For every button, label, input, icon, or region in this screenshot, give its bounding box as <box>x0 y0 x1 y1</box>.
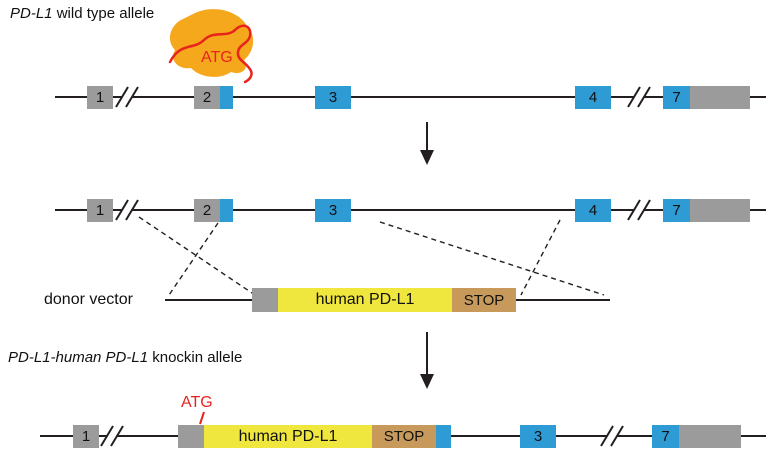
ki-human-pdl1-cassette: human PD-L1 <box>204 425 372 448</box>
ki-exon2-coding-segment <box>436 425 451 448</box>
wildtype-title-rest: wild type allele <box>52 5 155 22</box>
wt-exon4-box: 4 <box>575 86 611 109</box>
donor-stop-cassette: STOP <box>452 288 516 312</box>
mid-exon3-box: 3 <box>315 199 351 222</box>
ki-exon1-box: 1 <box>73 425 99 448</box>
recombination-dashed-lines <box>138 216 605 296</box>
mrna-squiggle-icon <box>168 24 253 84</box>
wt-exon3-box: 3 <box>315 86 351 109</box>
donor-human-pdl1-cassette: human PD-L1 <box>278 288 452 312</box>
wildtype-title-gene: PD-L1 <box>10 5 53 22</box>
mid-utr-box <box>690 199 750 222</box>
mid-exon7-box: 7 <box>663 199 690 222</box>
knockin-allele-title: PD-L1-human PD-L1 knockin allele <box>8 349 242 366</box>
atg-tick-mark <box>199 411 205 425</box>
wt-exon2-box: 2 <box>194 86 220 109</box>
ki-exon3-box: 3 <box>520 425 556 448</box>
knockin-title-rest: knockin allele <box>148 349 243 366</box>
workflow-arrow-top <box>420 122 434 165</box>
wt-utr-box <box>690 86 750 109</box>
atg-label-knockin: ATG <box>181 394 213 411</box>
mid-exon4-box: 4 <box>575 199 611 222</box>
wildtype-allele-title: PD-L1 wild type allele <box>10 5 154 22</box>
mid-exon1-box: 1 <box>87 199 113 222</box>
ribosome-icon <box>168 9 254 84</box>
knockin-title-gene: PD-L1-human PD-L1 <box>8 349 149 366</box>
ki-stop-cassette: STOP <box>372 425 436 448</box>
workflow-arrow-bottom <box>420 332 434 389</box>
wt-exon1-box: 1 <box>87 86 113 109</box>
mid-exon2-coding-segment <box>220 199 233 222</box>
wt-exon2-coding-segment <box>220 86 233 109</box>
ki-exon7-box: 7 <box>652 425 679 448</box>
mid-exon2-box: 2 <box>194 199 220 222</box>
atg-label-wildtype: ATG <box>201 49 233 66</box>
ki-utr-box <box>679 425 741 448</box>
donor-vector-label: donor vector <box>44 291 133 308</box>
sequence-break-marks <box>100 83 651 450</box>
ki-exon2-gray-box <box>178 425 204 448</box>
donor-homology-gray-box <box>252 288 278 312</box>
wt-exon7-box: 7 <box>663 86 690 109</box>
